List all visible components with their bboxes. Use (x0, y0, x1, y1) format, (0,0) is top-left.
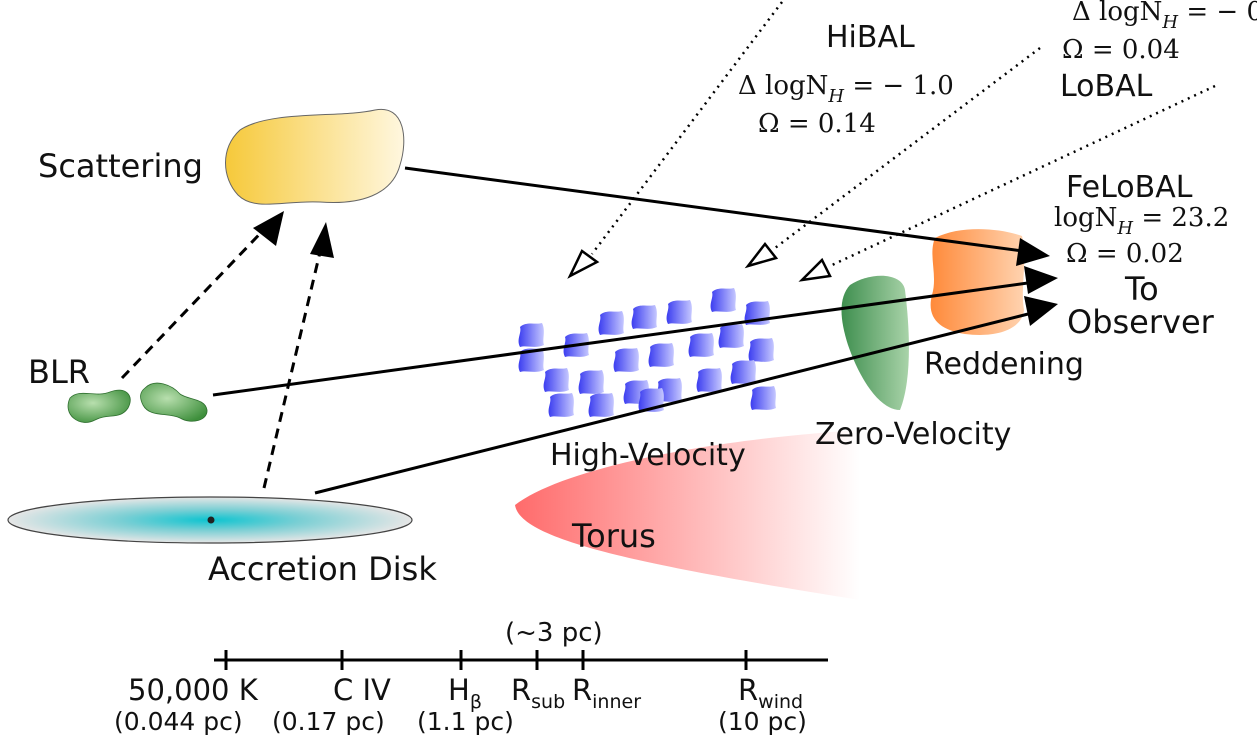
high-velocity-cloudlet (518, 348, 544, 372)
reddening-label: Reddening (924, 347, 1084, 382)
felobal-column-density: logNH = 23.2 (1054, 203, 1229, 239)
lobal-omega: Ω = 0.04 (1062, 35, 1180, 65)
scale-tick-distance: (0.044 pc) (114, 707, 243, 736)
high-velocity-label: High-Velocity (550, 438, 746, 473)
scattering-to-observer-line (404, 166, 1031, 254)
high-velocity-cloudlet (613, 348, 639, 372)
high-velocity-cloudlet (718, 324, 744, 348)
torus-shape (515, 430, 860, 600)
scale-tick-label: Rwind (738, 673, 803, 713)
blr-label: BLR (28, 353, 90, 391)
observer-label-line2: Observer (1067, 303, 1215, 341)
lobal-sightline-arrowhead (744, 241, 779, 269)
distance-scale-ticks: 50,000 K(0.044 pc) C IV(0.17 pc) Hβ(1.1 pc… (114, 650, 807, 736)
high-velocity-cloudlet (598, 311, 624, 335)
scale-tick-label: C IV (333, 673, 391, 707)
scattering-cloud (225, 108, 405, 205)
torus-label: Torus (571, 517, 656, 555)
high-velocity-cloudlet (543, 368, 569, 392)
hibal-omega: Ω = 0.14 (758, 109, 876, 139)
high-velocity-cloudlet (688, 333, 714, 357)
observer-label-line1: To (1124, 270, 1159, 308)
felobal-sightline (829, 84, 1216, 268)
scale-tick-distance: (1.1 pc) (417, 707, 514, 736)
blr-to-scattering-arrow (120, 216, 277, 380)
lobal-column-density: Δ logNH = − 0.1 (1072, 0, 1257, 33)
disk-to-scattering-arrow (262, 247, 323, 489)
disk-to-observer-line (314, 310, 1037, 495)
scattering-label: Scattering (38, 147, 203, 185)
felobal-omega: Ω = 0.02 (1066, 239, 1184, 269)
disk-to-observer-arrowhead (1024, 296, 1058, 326)
high-velocity-cloudlet (710, 288, 736, 312)
high-velocity-cloudlet (748, 338, 774, 362)
hibal-label: HiBAL (826, 20, 915, 55)
high-velocity-cloudlet (648, 343, 674, 367)
high-velocity-cloudlet (730, 360, 756, 384)
high-velocity-cloudlet (750, 386, 776, 410)
scattering-to-observer-arrowhead (1016, 238, 1050, 266)
high-velocity-cloudlet (548, 393, 574, 417)
high-velocity-cloudlet (666, 300, 692, 324)
scale-tick-label: Hβ (448, 673, 482, 713)
hibal-sightline-arrowhead (567, 249, 600, 279)
scale-tick-distance: (10 pc) (718, 707, 807, 736)
scale-tick-label: Rsub (511, 673, 565, 713)
blr-to-observer-line (212, 280, 1036, 397)
high-velocity-cloudlet (696, 368, 722, 392)
scale-note: (~3 pc) (505, 618, 603, 648)
scale-tick-distance: (0.17 pc) (272, 707, 385, 736)
hibal-column-density: Δ logNH = − 1.0 (738, 71, 954, 107)
felobal-label: FeLoBAL (1066, 170, 1193, 205)
high-velocity-cloudlet (588, 393, 614, 417)
disk-to-scattering-arrowhead (310, 222, 334, 258)
high-velocity-cloudlet (518, 323, 544, 347)
blr-cloud-1 (67, 389, 131, 423)
scale-tick-label: Rinner (572, 673, 641, 713)
high-velocity-absorbers (518, 288, 776, 417)
scale-tick-label: 50,000 K (128, 673, 259, 707)
zero-velocity-label: Zero-Velocity (815, 417, 1011, 452)
reddening-cloud (930, 229, 1025, 335)
blr-cloud-2 (140, 382, 208, 422)
blr-to-scattering-arrowhead (253, 211, 284, 246)
high-velocity-cloudlet (578, 370, 604, 394)
lobal-label: LoBAL (1060, 69, 1153, 104)
blr-to-observer-arrowhead (1024, 266, 1058, 294)
black-hole-dot (207, 516, 215, 524)
high-velocity-cloudlet (631, 305, 657, 329)
accretion-disk-label: Accretion Disk (208, 550, 437, 588)
felobal-sightline-arrowhead (798, 257, 832, 282)
zero-velocity-absorber (841, 275, 909, 410)
